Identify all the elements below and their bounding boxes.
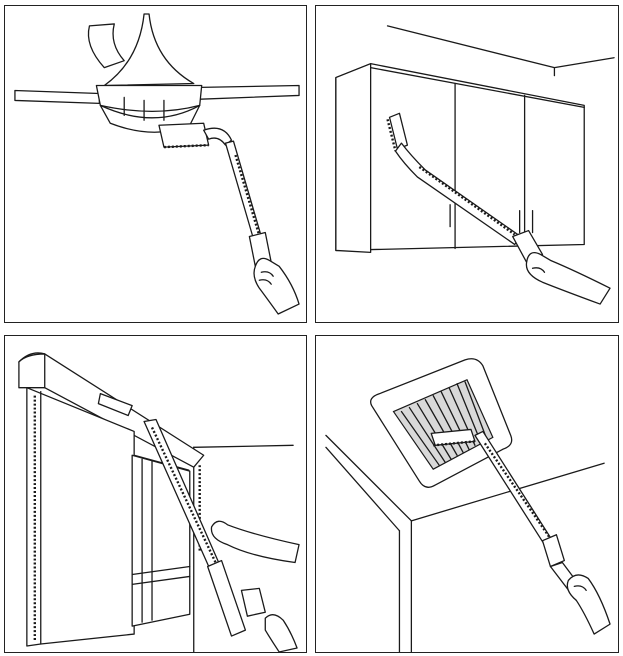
extension-wand	[224, 140, 272, 267]
cabinet-unit	[335, 63, 585, 254]
dusting-brush-head	[158, 122, 233, 149]
ceiling-fan-illustration	[14, 13, 300, 315]
ceiling-vent	[369, 358, 513, 488]
hand	[566, 574, 611, 635]
panel-roller-blind	[4, 335, 307, 653]
vent-grille-slats	[400, 381, 488, 466]
panel-ceiling-vent	[315, 335, 619, 653]
panel-ceiling-fan	[4, 5, 307, 323]
hands	[210, 520, 300, 652]
extension-wand	[474, 430, 587, 601]
hand	[253, 257, 300, 315]
hand	[525, 252, 611, 305]
dusting-brush-head	[386, 112, 409, 152]
dusting-brush-head	[430, 428, 476, 447]
extension-wand	[97, 393, 266, 637]
panel-wall-cabinets	[315, 5, 619, 323]
wall-cabinets-illustration	[335, 25, 615, 305]
ceiling-vent-illustration	[325, 358, 611, 652]
roller-blind-illustration	[18, 352, 300, 652]
